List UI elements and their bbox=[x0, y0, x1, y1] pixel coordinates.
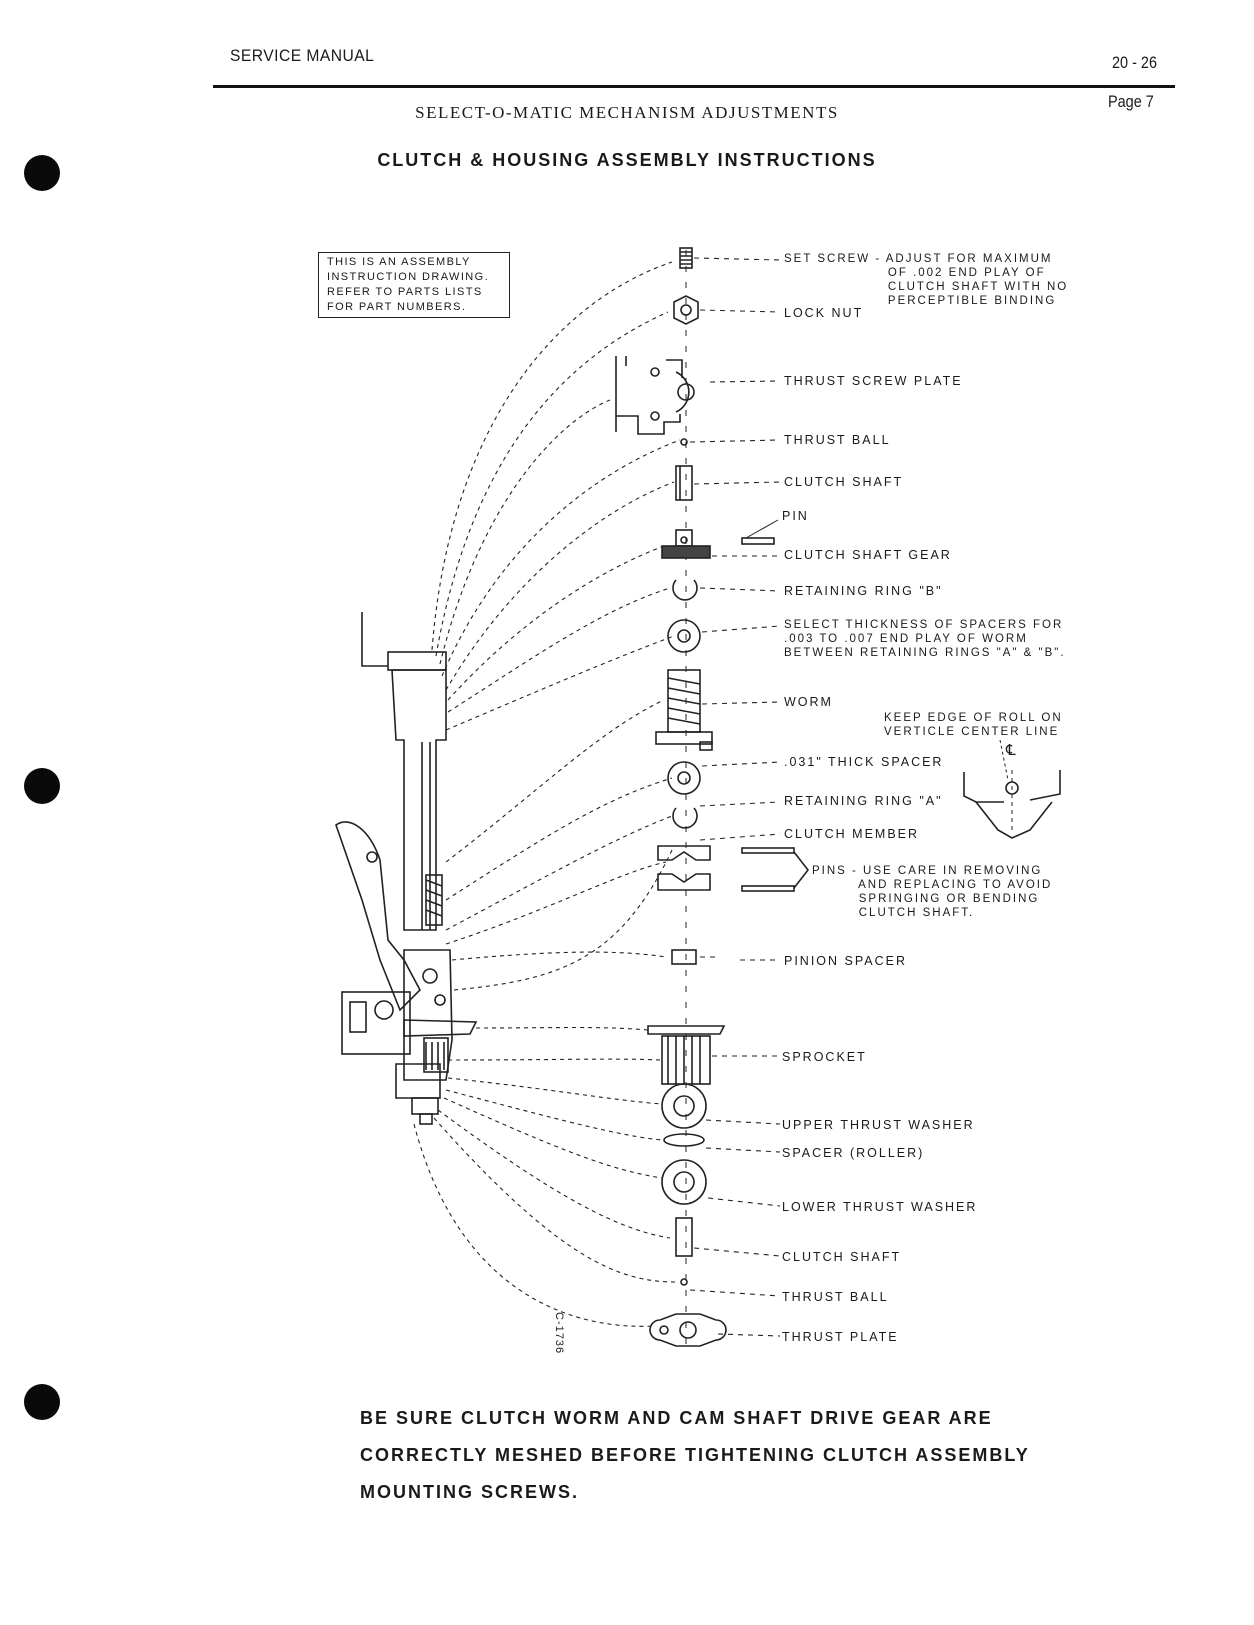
label-pin: PIN bbox=[782, 509, 809, 523]
label-retaining-ring-b: RETAINING RING "B" bbox=[784, 584, 943, 598]
label-031-spacer: .031" THICK SPACER bbox=[784, 755, 944, 769]
page-number: Page 7 bbox=[1108, 92, 1154, 111]
label-clutch-shaft-bottom: CLUTCH SHAFT bbox=[782, 1250, 902, 1264]
manual-title: SERVICE MANUAL bbox=[230, 46, 375, 65]
parts-column bbox=[615, 247, 810, 1347]
label-leaders bbox=[689, 257, 781, 1337]
label-worm: WORM bbox=[784, 695, 833, 709]
label-pins-note: PINS - USE CARE IN REMOVING AND REPLACIN… bbox=[812, 865, 1053, 919]
label-spacer-roller: SPACER (ROLLER) bbox=[782, 1146, 925, 1160]
page-subtitle: SELECT-O-MATIC MECHANISM ADJUSTMENTS bbox=[415, 103, 839, 122]
binder-hole-middle bbox=[24, 768, 60, 804]
label-spacers-note: SELECT THICKNESS OF SPACERS FOR .003 TO … bbox=[784, 619, 1066, 659]
label-upper-thrust-washer: UPPER THRUST WASHER bbox=[782, 1118, 975, 1132]
label-pinion-spacer: PINION SPACER bbox=[784, 954, 908, 968]
figure-id: C-1736 bbox=[553, 1312, 565, 1355]
section-number: 20 - 26 bbox=[1112, 53, 1157, 72]
label-set-screw: SET SCREW - ADJUST FOR MAXIMUM OF .002 E… bbox=[784, 253, 1069, 307]
label-sprocket: SPROCKET bbox=[782, 1050, 867, 1064]
label-lock-nut: LOCK NUT bbox=[784, 306, 864, 320]
label-thrust-ball-top: THRUST BALL bbox=[784, 433, 891, 447]
centerline-symbol: ℄ bbox=[1006, 742, 1018, 759]
label-roll-note: KEEP EDGE OF ROLL ON VERTICLE CENTER LIN… bbox=[884, 712, 1063, 738]
roll-detail-illustration bbox=[963, 739, 1061, 839]
footer-instruction: BE SURE CLUTCH WORM AND CAM SHAFT DRIVE … bbox=[360, 1408, 1030, 1502]
leader-lines bbox=[413, 261, 681, 1327]
label-clutch-shaft-gear: CLUTCH SHAFT GEAR bbox=[784, 548, 952, 562]
label-thrust-ball-bottom: THRUST BALL bbox=[782, 1290, 889, 1304]
label-thrust-screw-plate: THRUST SCREW PLATE bbox=[784, 374, 963, 388]
label-lower-thrust-washer: LOWER THRUST WASHER bbox=[782, 1200, 978, 1214]
binder-hole-bottom bbox=[24, 1384, 60, 1420]
binder-hole-top bbox=[24, 155, 60, 191]
label-thrust-plate: THRUST PLATE bbox=[782, 1330, 899, 1344]
label-retaining-ring-a: RETAINING RING "A" bbox=[784, 794, 943, 808]
page-title: CLUTCH & HOUSING ASSEMBLY INSTRUCTIONS bbox=[377, 150, 877, 170]
housing-assembly-illustration bbox=[335, 612, 478, 1125]
header-rule bbox=[213, 85, 1175, 88]
label-clutch-member: CLUTCH MEMBER bbox=[784, 827, 920, 841]
assembly-note-box: THIS IS AN ASSEMBLY INSTRUCTION DRAWING.… bbox=[318, 252, 510, 318]
label-clutch-shaft-top: CLUTCH SHAFT bbox=[784, 475, 904, 489]
